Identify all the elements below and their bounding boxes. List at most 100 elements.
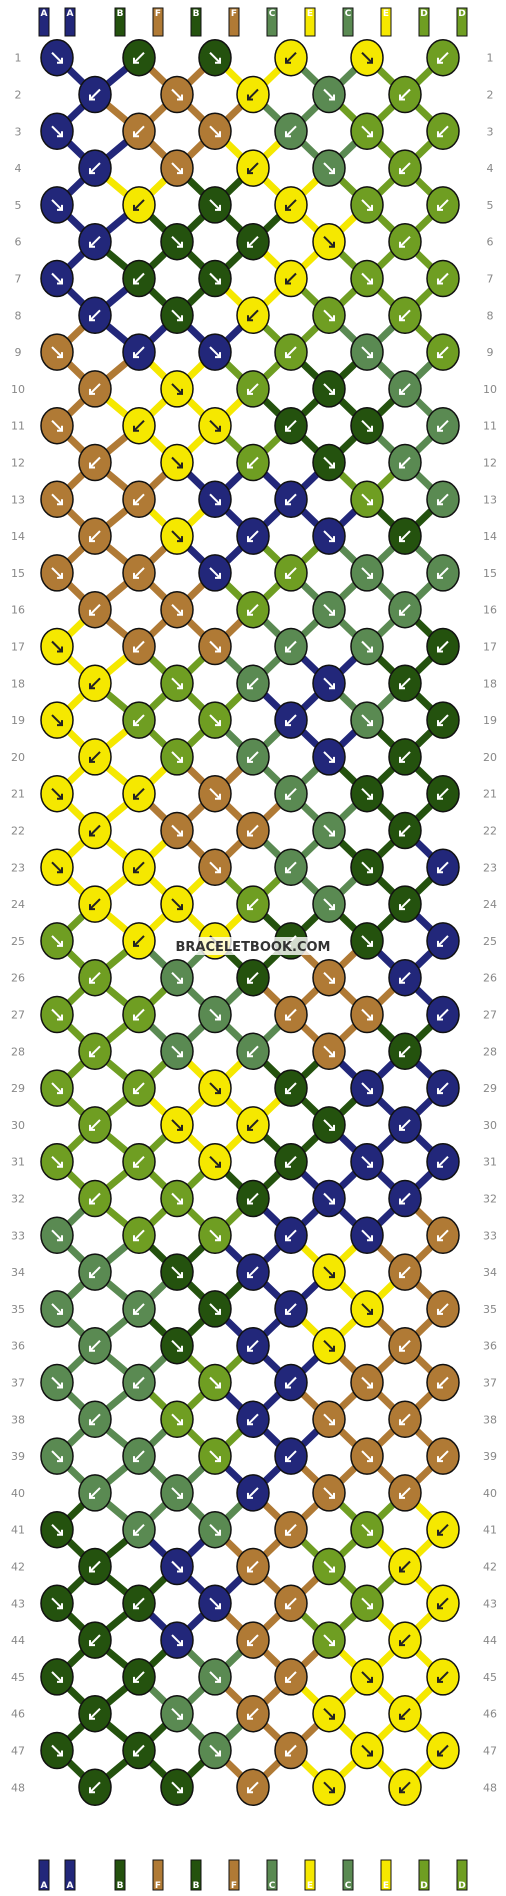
- string-end-top: [152, 7, 164, 37]
- row-number-right: 1: [487, 52, 494, 65]
- knot-arrowhead-icon: [329, 1566, 335, 1573]
- knot-arrow-icon: [51, 199, 63, 211]
- knot-arrow-icon: [209, 1671, 221, 1683]
- knot-arrow-icon: [51, 51, 63, 64]
- knot: [198, 1363, 232, 1402]
- knot-arrow-icon: [285, 125, 297, 138]
- knot-arrow-icon: [399, 898, 411, 910]
- knot-arrowhead-icon: [399, 1124, 405, 1131]
- row-number-right: 37: [483, 1377, 497, 1390]
- row-number-right: 2: [487, 89, 494, 102]
- knot: [40, 186, 74, 224]
- knot-arrow-icon: [399, 971, 411, 984]
- knot: [40, 480, 74, 519]
- knot-arrowhead-icon: [133, 1603, 139, 1610]
- knot: [160, 811, 194, 850]
- string-label-bottom: C: [269, 1881, 276, 1891]
- knot-arrowhead-icon: [133, 1382, 139, 1389]
- knot-arrowhead-icon: [285, 572, 291, 579]
- knot-arrow-icon: [171, 1487, 183, 1499]
- knot: [160, 443, 194, 482]
- knot-arrowhead-icon: [437, 793, 443, 800]
- knot: [236, 885, 270, 923]
- knot: [388, 1400, 422, 1439]
- knot-arrowhead-icon: [215, 204, 221, 211]
- knot: [40, 1731, 74, 1770]
- knot-arrowhead-icon: [57, 1456, 63, 1463]
- knot-arrow-icon: [285, 1155, 297, 1168]
- knot-arrowhead-icon: [89, 168, 95, 175]
- knot: [350, 1658, 384, 1696]
- knot: [274, 1069, 308, 1107]
- knot: [160, 1400, 194, 1439]
- knot-arrowhead-icon: [367, 793, 373, 800]
- knot-arrow-icon: [399, 1119, 411, 1131]
- knot-arrow-icon: [209, 1744, 221, 1757]
- knot: [274, 259, 308, 298]
- knot-arrowhead-icon: [89, 462, 95, 469]
- row-number-right: 5: [487, 199, 494, 212]
- row-number-left: 33: [11, 1229, 25, 1242]
- knot-arrow-icon: [171, 530, 183, 542]
- knot-arrow-icon: [133, 1303, 145, 1315]
- knot-arrow-icon: [361, 1303, 373, 1315]
- knot-arrow-icon: [361, 1671, 373, 1683]
- row-number-right: 12: [483, 457, 497, 470]
- row-number-right: 24: [483, 898, 497, 911]
- knot-arrow-icon: [51, 1155, 63, 1168]
- knot-arrow-icon: [437, 1155, 449, 1168]
- knot: [388, 1621, 422, 1659]
- knot-arrowhead-icon: [285, 204, 291, 211]
- knot-arrowhead-icon: [177, 830, 183, 837]
- knot-arrowhead-icon: [247, 315, 253, 322]
- knot-arrow-icon: [361, 1155, 373, 1168]
- knot: [350, 554, 384, 592]
- knot: [426, 333, 460, 371]
- knot: [198, 848, 232, 887]
- knot: [274, 701, 308, 739]
- knot: [78, 811, 112, 850]
- string-label-top: C: [345, 9, 352, 19]
- knot-arrowhead-icon: [367, 1676, 373, 1683]
- row-number-left: 44: [11, 1634, 25, 1647]
- knot: [426, 995, 460, 1034]
- knot: [312, 664, 346, 703]
- knot-arrowhead-icon: [215, 867, 221, 874]
- knot-arrow-icon: [437, 1671, 449, 1683]
- row-number-left: 29: [11, 1082, 25, 1095]
- knot: [426, 774, 460, 813]
- knot-arrowhead-icon: [215, 1088, 221, 1095]
- knot-arrowhead-icon: [57, 646, 63, 653]
- knot-arrow-icon: [323, 1413, 335, 1426]
- knot-arrowhead-icon: [215, 278, 221, 285]
- knot-arrow-icon: [323, 677, 335, 690]
- knot-arrow-icon: [171, 1119, 183, 1131]
- knot: [274, 1437, 308, 1475]
- knot-arrow-icon: [133, 1671, 145, 1683]
- string-end-top: [380, 7, 392, 37]
- knot-arrow-icon: [51, 1082, 63, 1094]
- knot-arrowhead-icon: [215, 646, 221, 653]
- knot-arrowhead-icon: [133, 940, 139, 947]
- knot: [274, 1584, 308, 1623]
- knot-arrow-icon: [437, 1376, 449, 1389]
- knot: [274, 186, 308, 224]
- knot-arrow-icon: [361, 935, 373, 947]
- string-end-bottom: [114, 1859, 126, 1891]
- knot-arrow-icon: [247, 1339, 259, 1352]
- knot-arrowhead-icon: [399, 830, 405, 837]
- string-end-bottom: [456, 1859, 468, 1891]
- knot-arrowhead-icon: [399, 462, 405, 469]
- knot-arrowhead-icon: [215, 1529, 221, 1536]
- knot: [160, 1621, 194, 1659]
- knot-arrowhead-icon: [367, 57, 373, 64]
- knot: [274, 1510, 308, 1549]
- knot-arrow-icon: [89, 1413, 101, 1426]
- knot-arrowhead-icon: [177, 1345, 183, 1352]
- knot: [160, 1474, 194, 1512]
- knot-arrowhead-icon: [367, 499, 373, 506]
- knot-arrowhead-icon: [329, 830, 335, 837]
- knot-arrow-icon: [133, 1523, 145, 1536]
- knot-arrow-icon: [399, 383, 411, 395]
- knot: [160, 885, 194, 923]
